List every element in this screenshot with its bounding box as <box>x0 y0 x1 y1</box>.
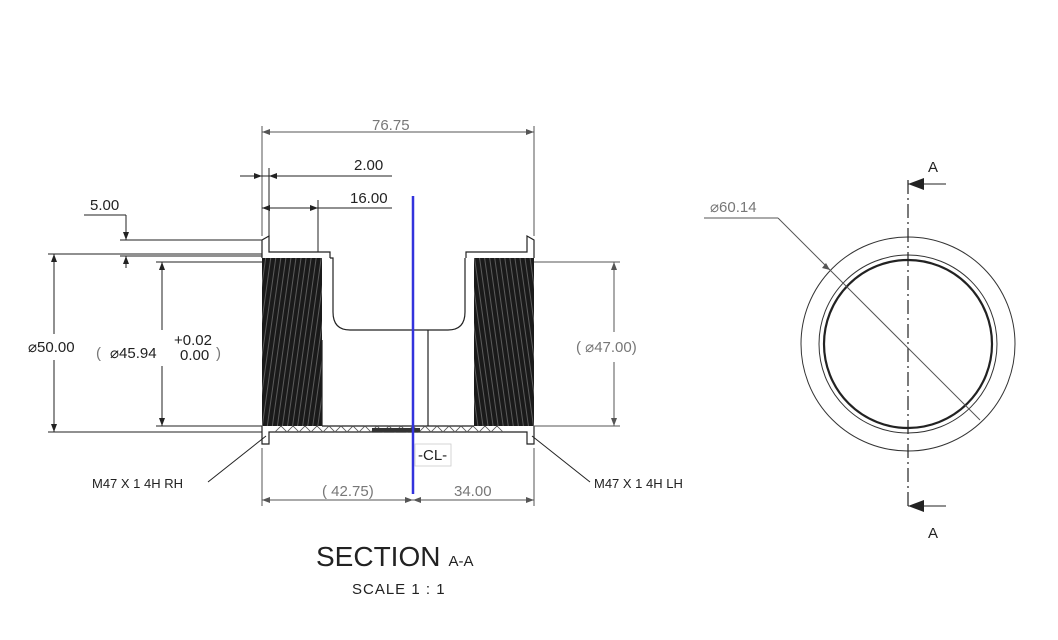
bottom-wall-hatch <box>274 425 504 433</box>
small-offset-dim: 2.00 <box>354 157 383 174</box>
reference-diameter-dim: ( ⌀47.00) <box>576 339 637 356</box>
diameter-symbol: ⌀ <box>585 339 594 356</box>
section-scale: SCALE 1 : 1 <box>352 581 446 598</box>
bore-diameter-dim: ⌀45.94 <box>110 345 157 362</box>
section-arrow-top <box>908 178 924 190</box>
section-marker-top: A <box>928 159 938 176</box>
left-to-centerline-dim: ( 42.75) <box>322 483 374 500</box>
bore-paren-close: ) <box>216 345 221 362</box>
flange-diameter-dim: ⌀60.14 <box>710 199 757 216</box>
section-view: -CL- <box>261 196 535 494</box>
section-title-suffix: A-A <box>448 553 473 570</box>
thread-length-dim: 16.00 <box>350 190 388 207</box>
flange-step-dim: 5.00 <box>90 197 119 214</box>
diameter-symbol: ⌀ <box>110 345 119 362</box>
overall-length-dim: 76.75 <box>372 117 410 134</box>
centerline-label-box <box>414 443 452 467</box>
right-to-centerline-dim: 34.00 <box>454 483 492 500</box>
section-arrow-bottom <box>908 500 924 512</box>
centerline-label: -CL- <box>418 447 447 464</box>
bore-tolerance-upper: +0.02 <box>174 332 212 349</box>
bottom-slot <box>372 428 420 432</box>
diameter-symbol: ⌀ <box>28 339 37 356</box>
outer-diameter-dim: ⌀50.00 <box>28 339 75 356</box>
section-marker-bottom: A <box>928 525 938 542</box>
section-dimensions: 76.75 2.00 16.00 5.00 ⌀50.00 <box>28 117 683 506</box>
bore-paren-open: ( <box>96 345 101 362</box>
thread-callout-right: M47 X 1 4H LH <box>594 476 683 491</box>
thread-callout-left: M47 X 1 4H RH <box>92 476 183 491</box>
inner-pocket-outline <box>330 257 466 331</box>
end-view: A A ⌀60.14 <box>704 159 1016 542</box>
diameter-symbol: ⌀ <box>710 199 719 216</box>
left-thread-band <box>262 258 322 426</box>
bore-tolerance-lower: 0.00 <box>180 347 209 364</box>
right-thread-band <box>474 258 534 426</box>
